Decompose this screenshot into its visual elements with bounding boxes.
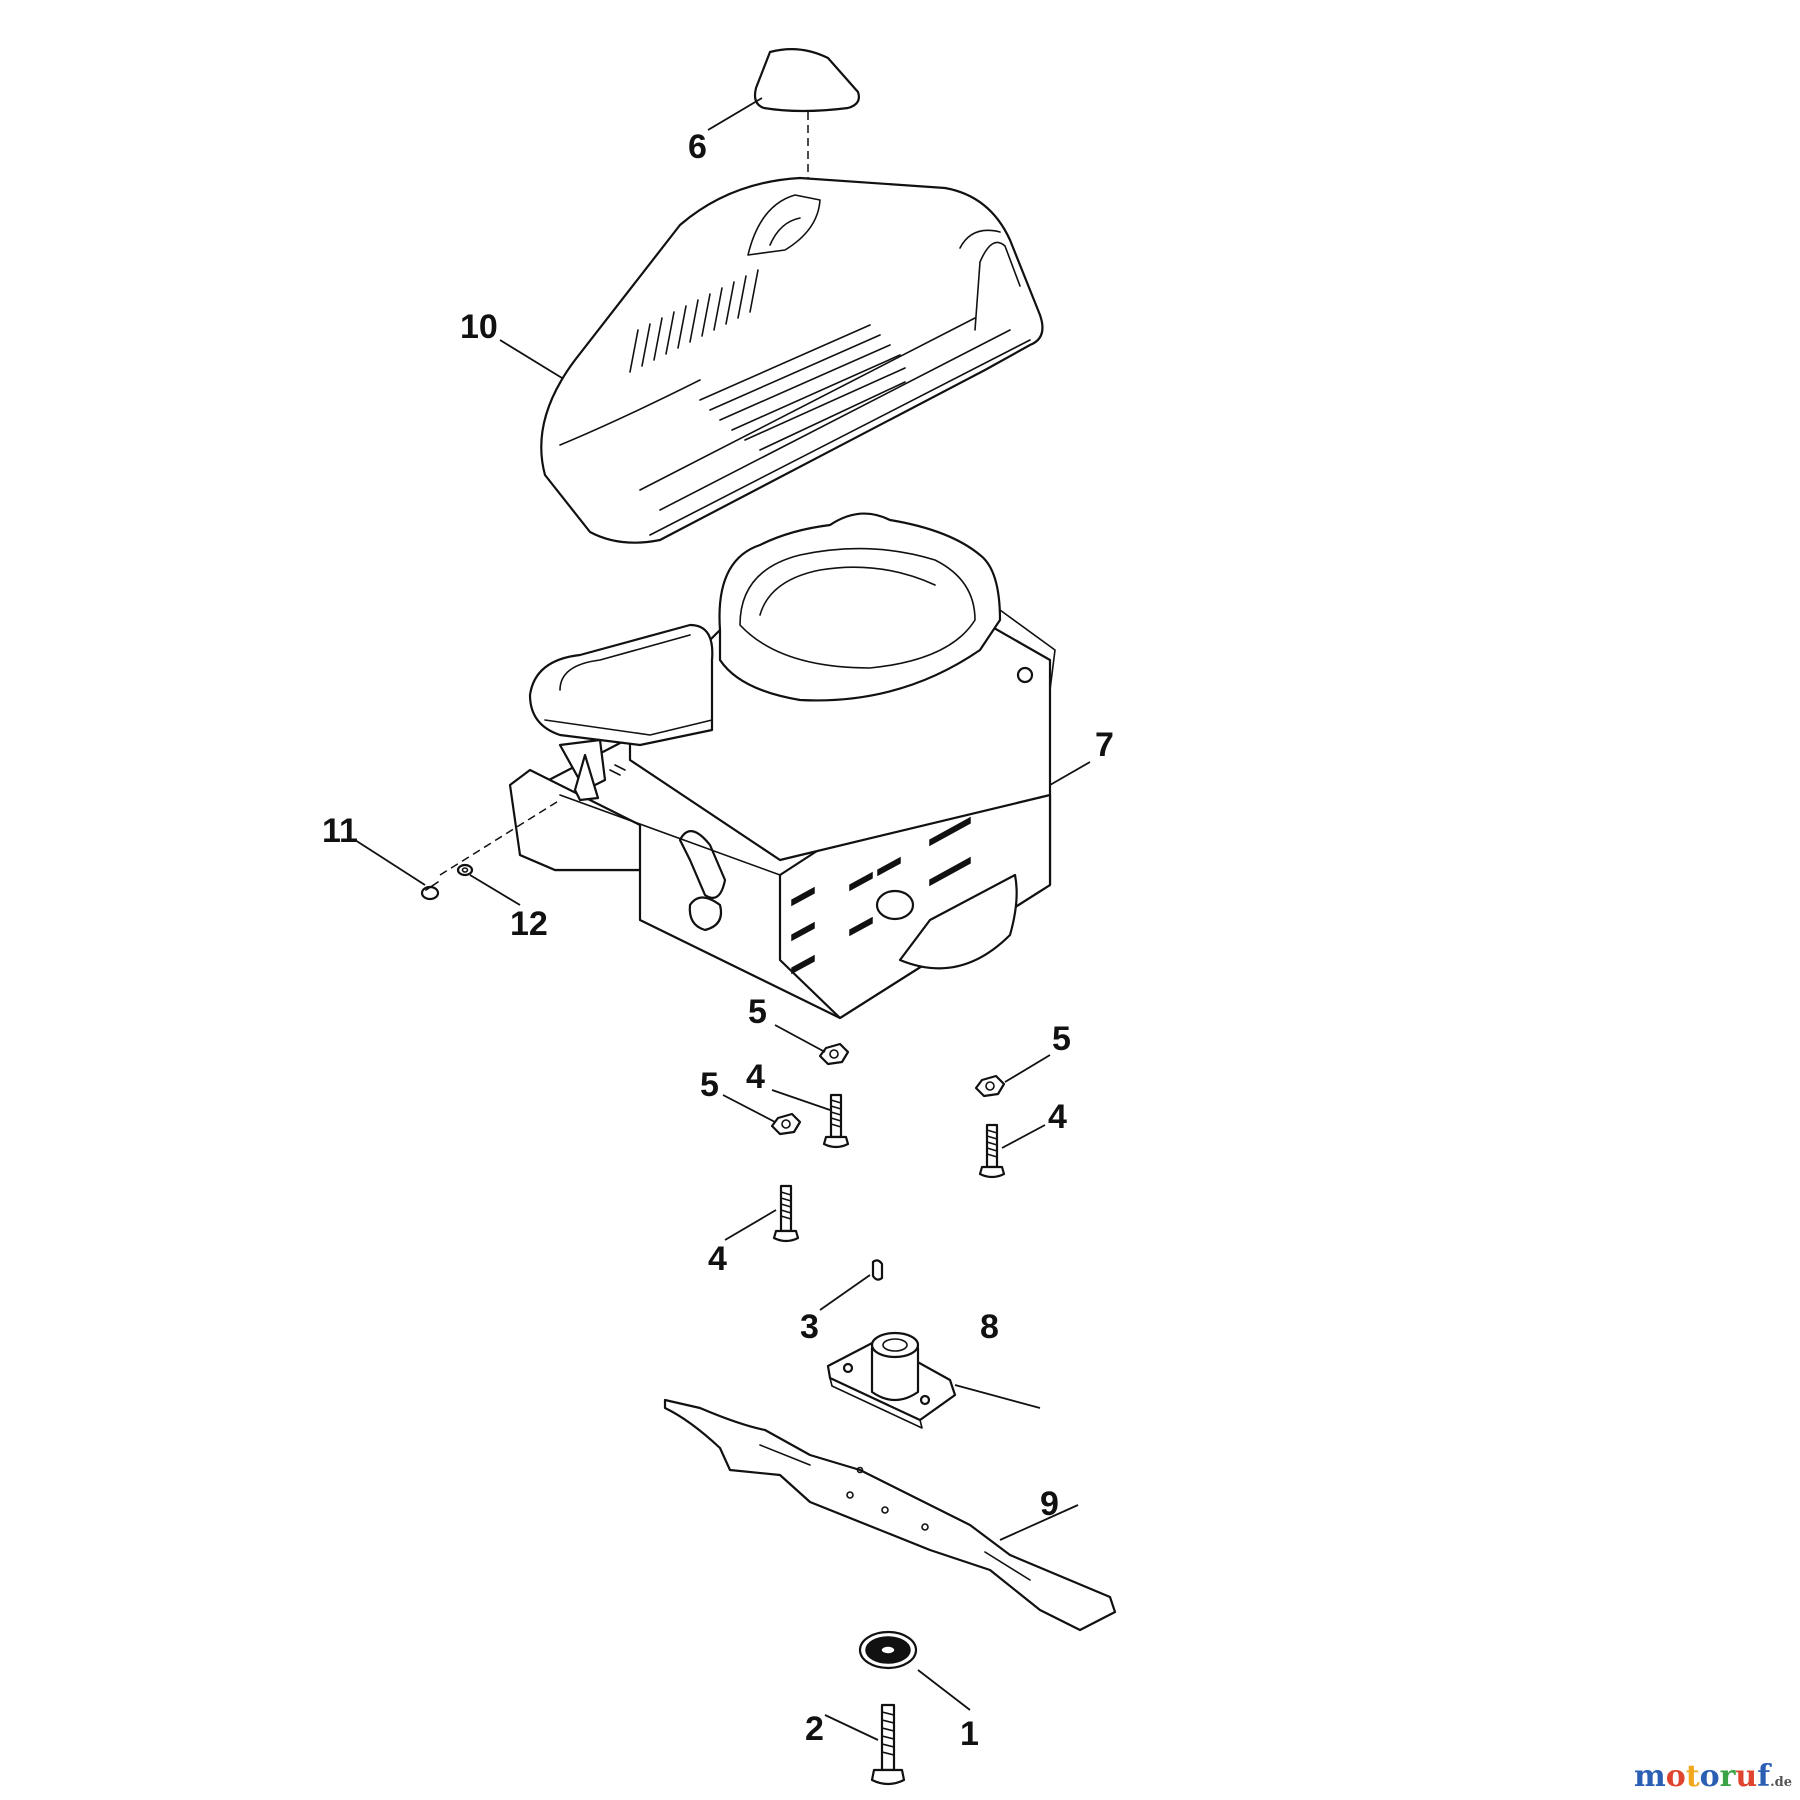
callout-10: 10 (460, 308, 498, 346)
cover-top-vents (699, 324, 906, 451)
callout-12: 12 (510, 905, 548, 943)
part-11-screw (420, 881, 440, 901)
watermark-letter: u (1735, 1759, 1758, 1794)
watermark-letter: r (1719, 1759, 1736, 1794)
callout-3: 3 (800, 1308, 819, 1346)
callout-7: 7 (1095, 726, 1114, 764)
callout-labels: 6 10 7 11 12 5 4 5 5 4 4 3 8 9 1 2 (322, 128, 1114, 1753)
callout-5a: 5 (748, 993, 767, 1031)
leader-lines (354, 97, 1091, 1741)
watermark-letter: o (1699, 1759, 1720, 1794)
callout-8: 8 (980, 1308, 999, 1346)
watermark-letter: m (1633, 1759, 1666, 1794)
part-2-blade-bolt (870, 1703, 906, 1786)
callout-9: 9 (1040, 1485, 1059, 1523)
engine-oil-filler (678, 830, 727, 932)
screw-dash-line (439, 799, 561, 876)
callout-4b: 4 (1048, 1098, 1067, 1136)
watermark-letter: o (1665, 1759, 1686, 1794)
callout-5c: 5 (1052, 1020, 1071, 1058)
callout-1: 1 (960, 1715, 979, 1753)
part-10-engine-cover (540, 176, 1044, 544)
part-4-bolt-a (822, 1093, 850, 1149)
cover-side-vents (629, 269, 759, 373)
callout-6: 6 (688, 128, 707, 166)
part-1-blade-washer (858, 1630, 918, 1670)
callout-11: 11 (322, 812, 358, 850)
part-6-cap (753, 47, 860, 113)
watermark-logo: motoruf.de (1634, 1759, 1792, 1794)
part-5-nut-a (818, 1042, 850, 1066)
callout-2: 2 (805, 1710, 824, 1748)
part-4-bolt-b (978, 1123, 1006, 1179)
callout-4c: 4 (708, 1240, 727, 1278)
part-5-nut-c (974, 1074, 1006, 1098)
part-5-nut-b (770, 1112, 802, 1136)
part-9-blade (663, 1398, 1117, 1632)
watermark-tld: .de (1770, 1775, 1792, 1790)
engine-blower-housing (718, 512, 1056, 702)
watermark-letter: f (1757, 1759, 1771, 1794)
callout-4a: 4 (746, 1058, 765, 1096)
part-12-washer (456, 863, 474, 877)
engine-air-cleaner (528, 623, 714, 747)
engine-carburettor (558, 738, 626, 802)
part-3-key (871, 1259, 884, 1281)
part-8-blade-adapter (826, 1331, 957, 1429)
callout-5b: 5 (700, 1066, 719, 1104)
part-4-bolt-c (772, 1184, 800, 1243)
watermark-letter: t (1685, 1759, 1700, 1794)
part-7-engine (508, 512, 1056, 1020)
watermark-letters: motoruf (1634, 1759, 1770, 1794)
